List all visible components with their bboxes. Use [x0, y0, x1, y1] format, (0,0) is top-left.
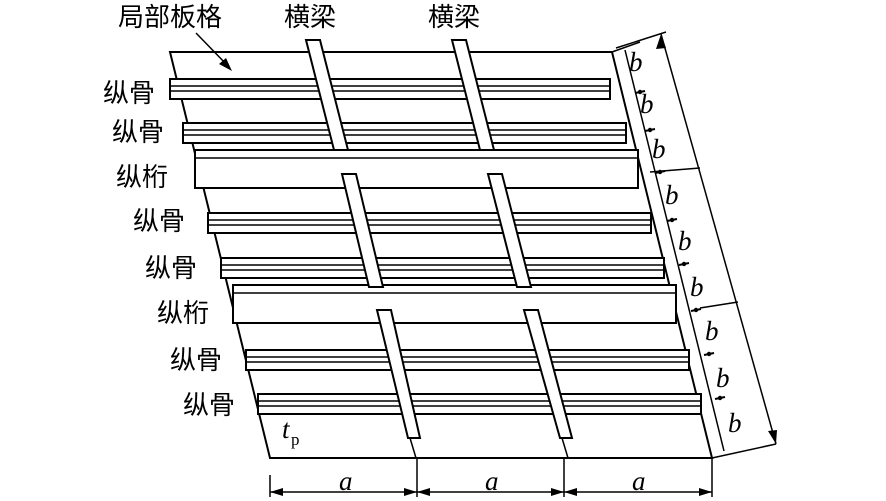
girder-6 [232, 284, 677, 324]
transverse-beam-1 [304, 39, 422, 459]
spacing-label-3: b [652, 134, 666, 164]
plate-thickness-subscript: p [291, 430, 300, 449]
row-label-8: 纵骨 [183, 391, 235, 421]
row-label-3: 纵桁 [116, 163, 168, 193]
spacing-label-9: b [728, 408, 742, 438]
transverse-beam-label-1: 横梁 [284, 3, 336, 33]
plate-thickness-symbol: t [282, 414, 291, 444]
longitudinal-1 [169, 78, 611, 100]
bottom-dimension-label-3: a [632, 466, 646, 496]
spacing-label-4: b [665, 180, 679, 210]
right-dimension-chain [611, 31, 777, 459]
transverse-beams [304, 39, 574, 459]
longitudinal-8 [257, 393, 702, 415]
local-panel-label: 局部板格 [118, 3, 222, 33]
transverse-beam-label-2: 横梁 [428, 3, 480, 33]
spacing-label-1: b [629, 47, 643, 77]
row-label-7: 纵骨 [170, 346, 222, 376]
spacing-label-6: b [690, 272, 704, 302]
right-dimension-line [624, 49, 725, 452]
transverse-beam-2 [450, 39, 574, 459]
stiffener-rows [169, 78, 702, 415]
longitudinal-5 [220, 257, 665, 279]
spacing-label-8: b [716, 363, 730, 393]
longitudinal-2 [182, 122, 627, 144]
right-overall-dimension-line [660, 33, 777, 445]
spacing-label-7: b [705, 316, 719, 346]
row-label-1: 纵骨 [103, 79, 155, 109]
bottom-dimension-label-2: a [485, 466, 499, 496]
bottom-dimension-chain [269, 458, 713, 497]
row-label-5: 纵骨 [145, 254, 197, 284]
bottom-dimension-label-1: a [339, 466, 353, 496]
local-panel-arrowhead [219, 58, 232, 71]
row-label-2: 纵骨 [112, 118, 164, 148]
girder-3 [194, 149, 639, 189]
longitudinal-7 [245, 349, 690, 371]
spacing-label-2: b [640, 89, 654, 119]
local-panel-leader [195, 32, 229, 67]
row-label-4: 纵骨 [133, 207, 185, 237]
spacing-label-5: b [678, 226, 692, 256]
longitudinal-4 [207, 212, 652, 234]
row-label-6: 纵桁 [157, 299, 209, 329]
